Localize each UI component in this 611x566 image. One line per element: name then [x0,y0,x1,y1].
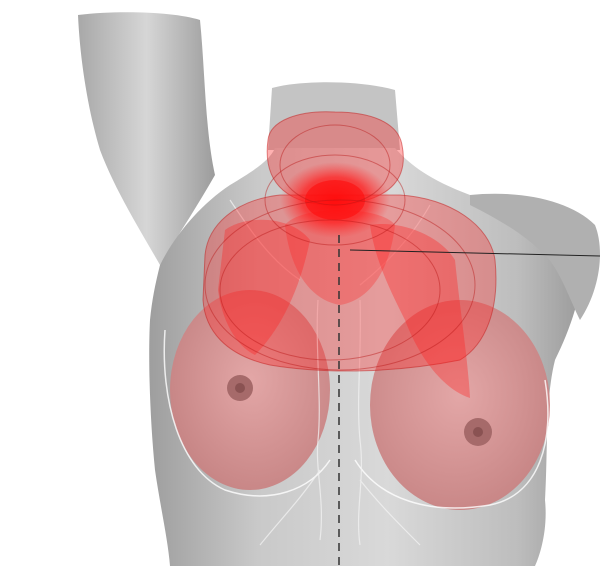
right-nipple-center [235,383,245,393]
left-nipple-center [473,427,483,437]
